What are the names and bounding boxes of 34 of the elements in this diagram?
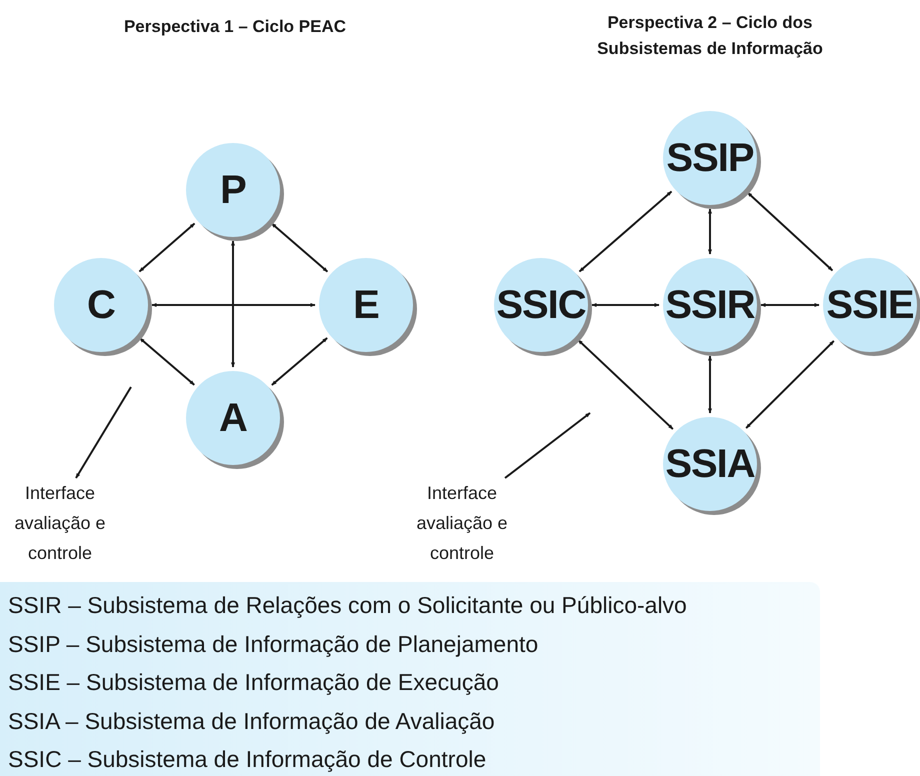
leader-arrow: [504, 412, 591, 479]
double-arrow: [708, 356, 712, 414]
legend-text: SSIC – Subsistema de Informação de Controle: [8, 745, 488, 774]
perspective-title: Perspectiva 1 – Ciclo PEAC: [122, 16, 348, 38]
double-arrow: [745, 340, 835, 429]
callout-text: Interface avaliação e controle: [415, 482, 509, 565]
double-arrow: [746, 192, 834, 272]
node-label: SSIC: [496, 285, 586, 325]
callout-text: Interface avaliação e controle: [13, 482, 107, 565]
double-arrow: [592, 303, 660, 307]
double-arrow: [231, 240, 235, 368]
double-arrow: [578, 190, 672, 272]
legend-text: SSIE – Subsistema de Informação de Execução: [8, 668, 500, 697]
double-arrow: [760, 303, 820, 307]
node-label: SSIE: [826, 285, 914, 325]
double-arrow: [271, 337, 328, 386]
double-arrow: [139, 337, 195, 386]
node-label: SSIR: [665, 285, 755, 325]
node-label: P: [220, 170, 246, 210]
double-arrow: [152, 303, 316, 307]
node-label: SSIP: [666, 138, 754, 178]
node-label: E: [353, 285, 379, 325]
legend-text: SSIR – Subsistema de Relações com o Solicitante ou Público-alvo: [8, 591, 687, 620]
double-arrow: [138, 222, 196, 272]
leader-arrow: [75, 386, 132, 479]
node-label: SSIA: [665, 444, 755, 484]
node-label: C: [87, 285, 115, 325]
double-arrow: [270, 222, 328, 272]
legend-text: SSIA – Subsistema de Informação de Avaliação: [8, 706, 496, 736]
double-arrow: [708, 208, 712, 254]
perspective-title: Perspectiva 2 – Ciclo dos Subsistemas de Informação: [596, 12, 824, 60]
double-arrow: [577, 339, 674, 430]
legend-text: SSIP – Subsistema de Informação de Planejamento: [8, 630, 540, 659]
node-label: A: [219, 398, 247, 438]
